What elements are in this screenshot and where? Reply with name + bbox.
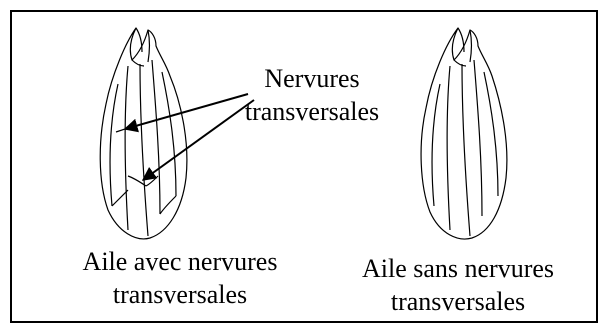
right-wing-caption: Aile sans nervures transversales [336, 252, 580, 318]
callout-label: Nervures transversales [232, 62, 392, 128]
right-vein-5 [432, 84, 440, 206]
left-cross-vein-5 [160, 196, 176, 214]
right-caption-line-2: transversales [336, 285, 580, 318]
callout-line-2: transversales [232, 95, 392, 128]
callout-line-1: Nervures [232, 62, 392, 95]
left-cross-vein-4 [112, 190, 128, 206]
right-caption-line-1: Aile sans nervures [336, 252, 580, 285]
left-caption-line-1: Aile avec nervures [48, 245, 312, 278]
wing-without-cross-veins [421, 28, 507, 239]
left-vein-1 [125, 66, 128, 230]
left-vein-5 [110, 84, 118, 206]
right-vein-1 [447, 66, 450, 230]
left-wing-caption: Aile avec nervures transversales [48, 245, 312, 311]
arrow-upper [125, 94, 248, 129]
left-vein-2 [140, 64, 148, 236]
right-vein-2 [462, 64, 470, 236]
left-caption-line-2: transversales [48, 278, 312, 311]
wing-with-cross-veins [100, 28, 187, 239]
right-vein-3 [474, 60, 482, 216]
left-wing-outline [100, 28, 187, 239]
left-vein-3 [152, 60, 160, 214]
left-vein-4 [162, 72, 176, 196]
